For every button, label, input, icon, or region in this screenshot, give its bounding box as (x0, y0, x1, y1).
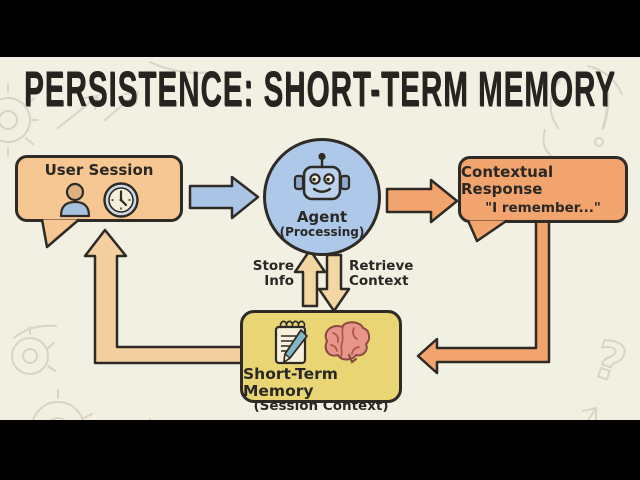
short-term-memory-sublabel: (Session Context) (253, 398, 389, 414)
arrow-agent-to-response (385, 178, 459, 224)
arrow-doodle-top-left (57, 91, 139, 129)
retrieve-context-label: Retrieve Context (349, 258, 414, 289)
curve-doodle-top (149, 61, 215, 74)
short-term-memory-label: Short-Term Memory (243, 365, 338, 400)
node-contextual-response: Contextual Response "I remember..." (458, 156, 628, 223)
page-title: PERSISTENCE: SHORT-TERM MEMORY (0, 57, 640, 121)
clock-icon (103, 182, 139, 218)
node-short-term-memory: Short-Term Memory (Session Context) (240, 310, 402, 413)
letterbox-top (0, 0, 640, 57)
person-icon (59, 182, 91, 218)
robot-icon (293, 152, 351, 201)
brain-icon (324, 321, 371, 364)
arrow-user-to-agent (188, 175, 260, 220)
gear-doodle-top-left (0, 83, 39, 157)
user-session-bubble-tail (40, 218, 80, 249)
user-session-label: User Session (44, 161, 154, 179)
agent-sublabel: (Processing) (279, 225, 365, 239)
page-title-text: PERSISTENCE: SHORT-TERM MEMORY (24, 60, 616, 117)
store-info-label: Store Info (252, 258, 294, 289)
node-user-session: User Session (15, 155, 183, 222)
arrow-retrieve-down (317, 253, 351, 313)
notepad-icon (274, 320, 308, 365)
contextual-response-label: Contextual Response (461, 162, 554, 198)
node-agent: Agent (Processing) (263, 138, 381, 256)
agent-label: Agent (296, 208, 348, 226)
letterbox-bottom (0, 420, 640, 480)
arrow-memory-to-user (83, 228, 246, 365)
arrow-store-up (293, 248, 327, 308)
contextual-response-bubble-tail (466, 219, 508, 243)
contextual-response-quote: "I remember..." (485, 199, 601, 216)
arrow-response-to-memory (416, 219, 551, 375)
